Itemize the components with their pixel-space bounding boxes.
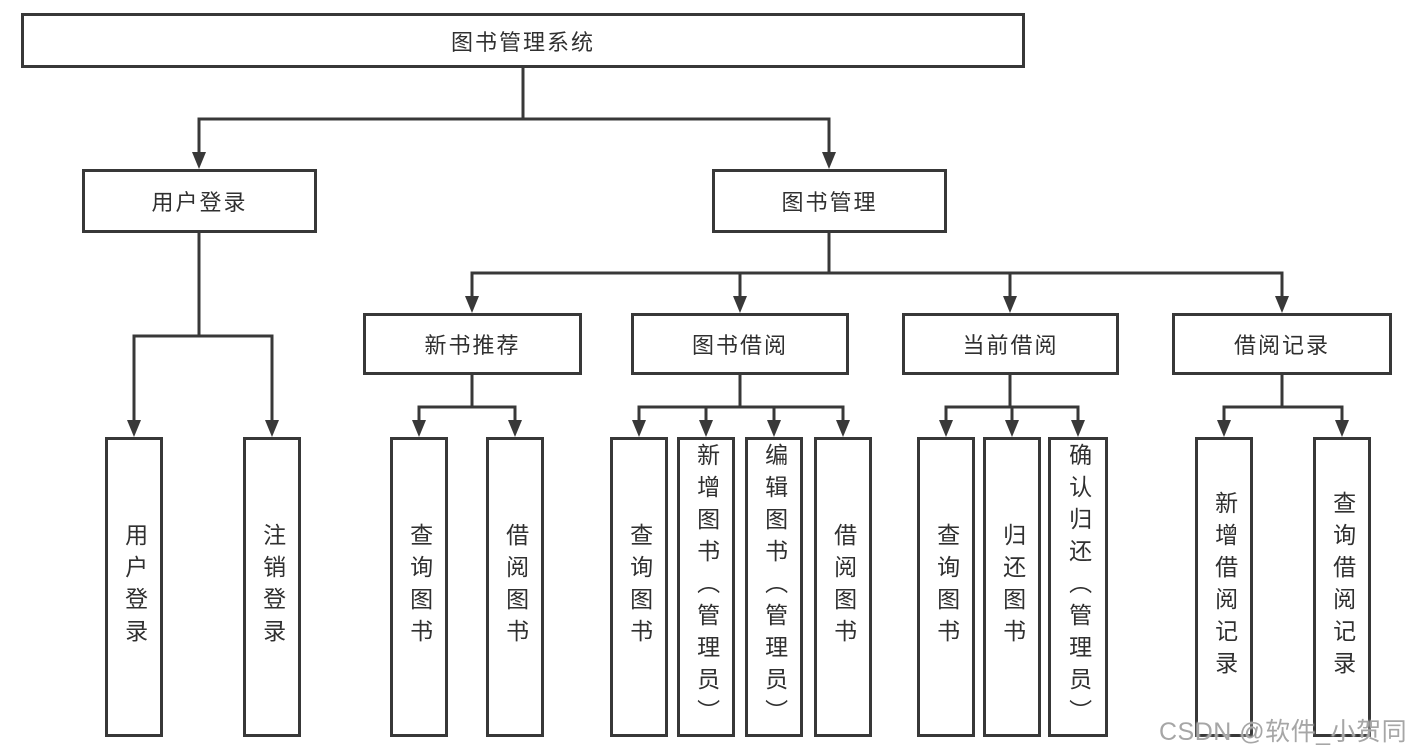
node-label: 查询图书 (406, 523, 433, 651)
node-label: 借阅图书 (502, 523, 529, 651)
leaf-user-login: 用户登录 (105, 437, 163, 737)
node-label: 查询图书 (933, 523, 960, 651)
leaf-borrow-books: 借阅图书 (814, 437, 872, 737)
node-label: 图书管理系统 (450, 29, 595, 55)
node-label: 图书借阅 (691, 333, 788, 358)
node-label: 用户登录 (121, 523, 148, 651)
node-label: 注销登录 (259, 523, 286, 651)
leaf-confirm-return-admin: 确认归还（管理员） (1048, 437, 1108, 737)
csdn-watermark: CSDN @软件_小贺同学 (1159, 718, 1405, 746)
leaf-borrow-books-recommend: 借阅图书 (486, 437, 544, 737)
node-label: 当前借阅 (962, 333, 1059, 358)
node-label: 查询图书 (626, 523, 653, 651)
node-book-management: 图书管理 (712, 169, 947, 233)
leaf-query-books-borrow: 查询图书 (610, 437, 668, 737)
leaf-query-borrow-record: 查询借阅记录 (1313, 437, 1371, 737)
node-label: 图书管理 (781, 190, 878, 215)
node-label: 用户登录 (151, 190, 248, 215)
node-label: 确认归还（管理员） (1065, 443, 1092, 731)
node-label: 新增借阅记录 (1211, 491, 1238, 683)
node-label: 新书推荐 (424, 333, 521, 358)
leaf-edit-books-admin: 编辑图书（管理员） (745, 437, 803, 737)
leaf-logout: 注销登录 (243, 437, 301, 737)
node-user-login: 用户登录 (82, 169, 317, 233)
node-library-management-system: 图书管理系统 (21, 13, 1025, 68)
leaf-add-books-admin: 新增图书（管理员） (677, 437, 735, 737)
node-label: 借阅图书 (830, 523, 857, 651)
node-label: 归还图书 (999, 523, 1026, 651)
node-current-borrow: 当前借阅 (902, 313, 1119, 375)
node-label: 编辑图书（管理员） (761, 443, 788, 731)
node-book-borrow: 图书借阅 (631, 313, 849, 375)
leaf-query-books-current: 查询图书 (917, 437, 975, 737)
leaf-query-books-recommend: 查询图书 (390, 437, 448, 737)
arrowheads (127, 152, 1349, 437)
node-borrow-records: 借阅记录 (1172, 313, 1392, 375)
node-label: 新增图书（管理员） (693, 443, 720, 731)
leaf-add-borrow-record: 新增借阅记录 (1195, 437, 1253, 737)
leaf-return-books: 归还图书 (983, 437, 1041, 737)
node-label: 借阅记录 (1233, 333, 1330, 358)
node-new-book-recommend: 新书推荐 (363, 313, 582, 375)
node-label: 查询借阅记录 (1329, 491, 1356, 683)
